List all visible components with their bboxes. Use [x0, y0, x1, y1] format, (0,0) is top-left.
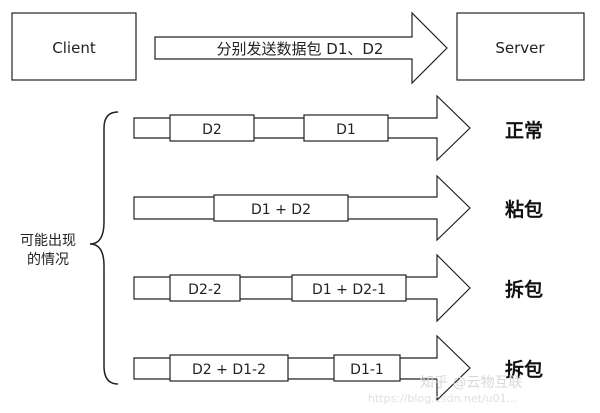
server-box [456, 12, 585, 81]
case-unpack-1: D2-2 D1 + D2-1 拆包 [133, 253, 543, 323]
packet-box [291, 274, 407, 302]
case-unpack-2: D2 + D1-2 D1-1 拆包 [133, 334, 543, 402]
packet-box [333, 354, 401, 382]
server-label: Server [495, 39, 545, 57]
packet-box [303, 114, 389, 142]
client-box [11, 12, 137, 81]
packet-label: D2-2 [188, 282, 222, 298]
case-label: 粘包 [505, 198, 543, 221]
packet-label: D1 [336, 122, 356, 138]
side-label-line1: 可能出现 [20, 233, 76, 249]
packet-label: D1-1 [350, 362, 384, 378]
packet-box [213, 194, 349, 222]
case-label: 正常 [505, 119, 543, 142]
case-sticky: D1 + D2 粘包 [133, 174, 543, 242]
watermark-url: https://blog.csdn.net/u01... [368, 392, 518, 405]
packet-box [169, 274, 241, 302]
case-normal: D2 D1 正常 [133, 94, 543, 162]
client-label: Client [52, 39, 96, 57]
packet-label: D1 + D2 [251, 202, 311, 218]
packet-box [169, 354, 289, 382]
packet-label: D1 + D2-1 [312, 282, 386, 298]
send-arrow-label: 分别发送数据包 D1、D2 [217, 40, 384, 58]
packet-label: D2 + D1-2 [192, 362, 266, 378]
case-label: 拆包 [505, 358, 543, 381]
side-label-line2: 的情况 [27, 252, 69, 268]
packet-label: D2 [202, 122, 222, 138]
watermark: 知乎 @云物互联 [420, 375, 523, 391]
case-label: 拆包 [505, 278, 543, 301]
packet-box [169, 114, 255, 142]
brace [89, 111, 119, 385]
send-arrow [154, 11, 448, 85]
